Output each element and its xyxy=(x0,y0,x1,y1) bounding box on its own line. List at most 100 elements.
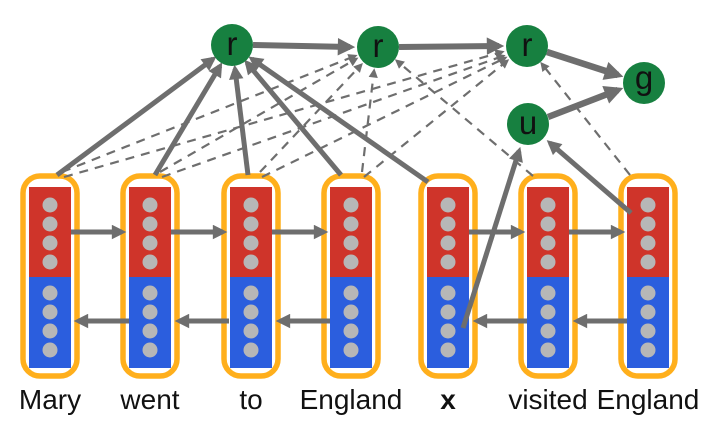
state-dot xyxy=(243,342,259,358)
node-circle-g xyxy=(623,62,665,104)
state-dot xyxy=(440,216,456,232)
arrow-col-3-top-to-r1 xyxy=(229,64,251,176)
state-dot xyxy=(540,197,556,213)
state-dot xyxy=(142,285,158,301)
arrow-col-2-top-to-r1 xyxy=(152,62,223,177)
token-word-1: Mary xyxy=(19,384,81,415)
state-dot xyxy=(540,304,556,320)
state-dot xyxy=(243,254,259,270)
arrow-col-5-top-to-r1 xyxy=(248,56,430,185)
state-dot xyxy=(42,197,58,213)
state-dot xyxy=(440,254,456,270)
node-label-r3: r xyxy=(522,26,533,63)
encoder-column-6 xyxy=(518,173,578,379)
state-dot xyxy=(243,304,259,320)
edges-layer xyxy=(55,37,633,329)
arrow-r2-to-r3 xyxy=(398,37,505,55)
state-dot xyxy=(42,235,58,251)
attention-arrow-col-3-top-to-r3 xyxy=(261,56,508,178)
state-dot xyxy=(343,342,359,358)
state-dot xyxy=(42,304,58,320)
state-dot xyxy=(540,235,556,251)
attention-arrow-col-1-top-to-r2 xyxy=(61,54,358,174)
attention-arrow-col-4-top-to-r3 xyxy=(363,59,510,178)
state-dot xyxy=(42,216,58,232)
arrow-col-7-forward-to-u xyxy=(546,140,633,215)
node-circle-r3 xyxy=(506,25,548,67)
state-dot xyxy=(343,235,359,251)
state-dot xyxy=(42,285,58,301)
state-dot xyxy=(640,216,656,232)
encoder-column-5 xyxy=(418,173,478,379)
state-dot xyxy=(142,254,158,270)
state-dot xyxy=(540,254,556,270)
state-dot xyxy=(343,254,359,270)
attention-arrow-col-7-top-to-r3 xyxy=(540,61,631,176)
state-dot xyxy=(540,323,556,339)
token-word-7: England xyxy=(597,384,700,415)
arrow-r1-to-r2 xyxy=(252,38,356,56)
state-dot xyxy=(343,304,359,320)
state-dot xyxy=(540,285,556,301)
token-word-6: visited xyxy=(508,384,587,415)
node-label-u: u xyxy=(519,104,537,141)
nodes-layer: r r r u g xyxy=(211,24,665,145)
state-dot xyxy=(440,235,456,251)
state-dot xyxy=(640,235,656,251)
attention-arrow-col-1-top-to-r3 xyxy=(63,49,505,179)
arrow-col-1-top-to-r1 xyxy=(55,56,217,178)
encoder-column-7 xyxy=(618,173,678,379)
state-dot xyxy=(142,235,158,251)
node-circle-u xyxy=(507,103,549,145)
arrow-col-5-backward-to-u xyxy=(460,146,523,329)
encoder-column-4 xyxy=(321,173,381,379)
node-label-g: g xyxy=(635,59,653,96)
state-dot xyxy=(440,304,456,320)
state-dot xyxy=(540,342,556,358)
state-dot xyxy=(440,323,456,339)
state-dot xyxy=(540,216,556,232)
encoder-column-3 xyxy=(221,173,281,379)
node-circle-r2 xyxy=(357,26,399,68)
attention-arrow-col-2-top-to-r2 xyxy=(159,57,359,173)
token-word-4: England xyxy=(300,384,403,415)
state-dot xyxy=(243,285,259,301)
state-dot xyxy=(42,254,58,270)
node-label-r1: r xyxy=(227,25,238,62)
encoder-column-2 xyxy=(120,173,180,379)
state-dot xyxy=(142,216,158,232)
state-dot xyxy=(640,285,656,301)
state-dot xyxy=(640,304,656,320)
state-dot xyxy=(343,323,359,339)
attention-arrow-col-4-top-to-r2 xyxy=(360,68,378,173)
state-dot xyxy=(243,216,259,232)
state-dot xyxy=(440,342,456,358)
state-dot xyxy=(142,342,158,358)
node-label-r2: r xyxy=(373,27,384,64)
arrow-u-to-g xyxy=(546,85,624,121)
attention-arrow-col-6-top-to-r2 xyxy=(394,59,534,177)
state-dot xyxy=(343,285,359,301)
state-dot xyxy=(142,197,158,213)
state-dot xyxy=(640,342,656,358)
state-dot xyxy=(42,342,58,358)
token-word-3: to xyxy=(239,384,262,415)
state-dot xyxy=(640,197,656,213)
state-dot xyxy=(243,235,259,251)
token-word-5: x xyxy=(440,384,456,415)
state-dot xyxy=(142,304,158,320)
state-dot xyxy=(440,285,456,301)
state-dot xyxy=(640,323,656,339)
state-dot xyxy=(640,254,656,270)
attention-arrow-col-3-top-to-r2 xyxy=(259,62,363,173)
state-dot xyxy=(343,197,359,213)
state-dot xyxy=(243,323,259,339)
arrow-r3-to-g xyxy=(545,48,624,80)
state-dot xyxy=(440,197,456,213)
arrow-col-4-top-to-r1 xyxy=(244,59,343,177)
state-dot xyxy=(243,197,259,213)
state-dot xyxy=(42,323,58,339)
